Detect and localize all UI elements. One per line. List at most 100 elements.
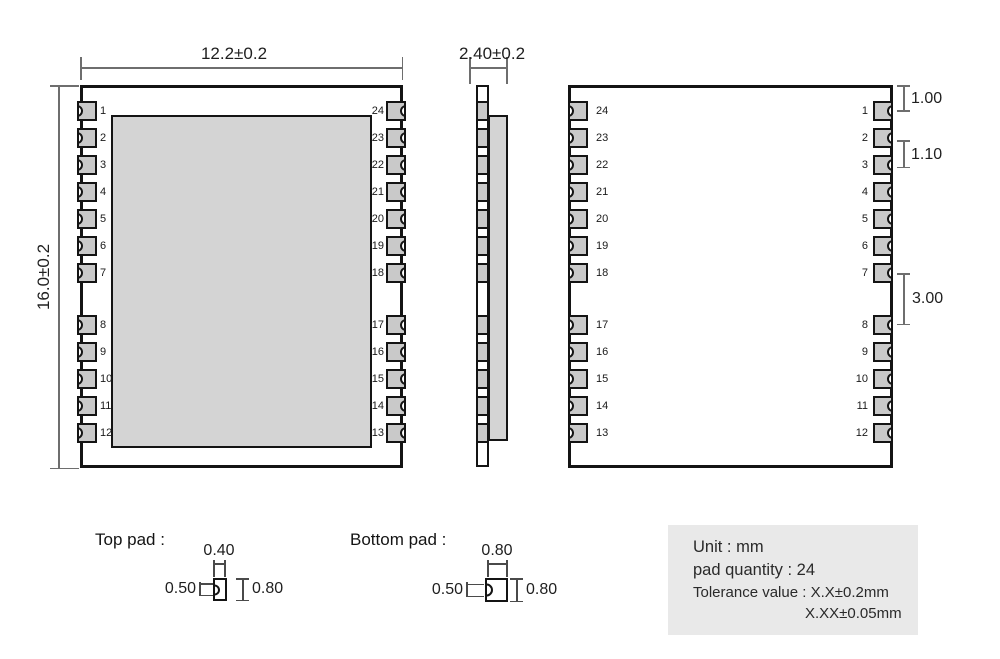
bottom-view-pin-label-13: 13 [596, 427, 609, 439]
top-view-pad-21 [386, 182, 406, 202]
top-view-pin-label-3: 3 [100, 159, 107, 171]
bottom-view-pad-18-notch [570, 267, 574, 279]
bottom-pad-bracket-line [466, 582, 468, 597]
bottom-pad-bracket-line [510, 600, 523, 602]
top-view-pin-label-23: 23 [371, 132, 384, 144]
dim-top-offset-tick1 [897, 85, 910, 87]
top-view-shield [111, 115, 372, 448]
top-view-pin-label-8: 8 [100, 319, 107, 331]
bottom-pad-bracket-line [466, 595, 484, 597]
bottom-view-pad-12-notch [887, 427, 891, 439]
top-view-height-dim-tick-bottom [50, 467, 79, 469]
top-pad-bracket-line [236, 578, 249, 580]
bottom-view-pad-6 [873, 236, 893, 256]
bottom-view-pin-label-21: 21 [596, 186, 609, 198]
top-view-pin-label-4: 4 [100, 186, 107, 198]
bottom-view-pad-14 [568, 396, 588, 416]
top-view-pin-label-21: 21 [371, 186, 384, 198]
top-pad-dim-top: 0.40 [203, 542, 235, 559]
bottom-view-pin-label-11: 11 [856, 400, 868, 412]
top-view-pad-3 [77, 155, 97, 175]
info-tolerance-1: Tolerance value : X.X±0.2mm [693, 584, 889, 601]
top-pad-notch [215, 584, 220, 595]
dim-group-gap-tick1 [897, 273, 910, 275]
top-view-pin-label-17: 17 [371, 319, 384, 331]
top-view-pad-9-notch [79, 346, 83, 358]
side-view-pcb-edge [476, 85, 489, 467]
bottom-view-pad-24 [568, 101, 588, 121]
side-view-pad-segment-12 [478, 423, 487, 443]
top-view-pad-24-notch [400, 105, 404, 117]
top-view-pad-4 [77, 182, 97, 202]
top-view-pin-label-7: 7 [100, 267, 107, 279]
top-pad-bracket-line [199, 583, 213, 585]
bottom-view-pad-7 [873, 263, 893, 283]
top-view-height-dim: 16.0±0.2 [34, 243, 53, 311]
top-view-pin-label-20: 20 [371, 213, 384, 225]
bottom-view-pad-21-notch [570, 186, 574, 198]
side-view-pad-segment-11 [478, 396, 487, 416]
bottom-view-pad-8-notch [887, 319, 891, 331]
side-view-pad-segment-8 [478, 315, 487, 335]
bottom-view-body-outline [568, 85, 893, 468]
side-view-pad-segment-5 [478, 209, 487, 229]
top-view-pad-14 [386, 396, 406, 416]
bottom-view-pin-label-5: 5 [861, 213, 868, 225]
top-pad-bracket-line [236, 599, 249, 601]
top-view-pin-label-2: 2 [100, 132, 107, 144]
bottom-view-pad-23 [568, 128, 588, 148]
dim-pad-pitch-line [903, 140, 905, 168]
bottom-view-pad-23-notch [570, 132, 574, 144]
bottom-view-pad-20 [568, 209, 588, 229]
dim-pad-pitch: 1.10 [911, 146, 943, 163]
top-view-pin-label-10: 10 [100, 373, 113, 385]
top-view-width-dim-tick-left [80, 57, 82, 80]
bottom-view-pad-5 [873, 209, 893, 229]
top-view-pad-18 [386, 263, 406, 283]
top-view-pad-24 [386, 101, 406, 121]
top-view-pad-12 [77, 423, 97, 443]
top-view-pad-17-notch [400, 319, 404, 331]
bottom-view-pin-label-4: 4 [861, 186, 868, 198]
top-view-pin-label-11: 11 [100, 400, 112, 412]
bottom-view-pin-label-19: 19 [596, 240, 609, 252]
side-view-pad-segment-9 [478, 342, 487, 362]
bottom-view-pad-19-notch [570, 240, 574, 252]
top-view-pin-label-1: 1 [100, 105, 107, 117]
top-pad-bracket-line [199, 582, 201, 596]
side-view-dim-tick-right [506, 57, 508, 84]
bottom-pad-notch [487, 583, 493, 597]
side-view-shield [488, 115, 508, 441]
bottom-pad-bracket-line [516, 578, 518, 602]
top-view-pad-1 [77, 101, 97, 121]
top-view-pad-14-notch [400, 400, 404, 412]
top-pad-bracket-line [199, 594, 213, 596]
top-view-pad-15-notch [400, 373, 404, 385]
top-pad-glyph [213, 578, 227, 601]
top-view-width-dim-tick-right [401, 57, 403, 80]
top-view-pin-label-12: 12 [100, 427, 113, 439]
side-view-pad-segment-3 [478, 155, 487, 175]
bottom-view-pad-6-notch [887, 240, 891, 252]
top-view-pad-8 [77, 315, 97, 335]
bottom-view-pad-9 [873, 342, 893, 362]
top-view-pad-20-notch [400, 213, 404, 225]
bottom-view-pad-11 [873, 396, 893, 416]
bottom-pad-bracket-line [506, 560, 508, 577]
side-view-pad-segment-10 [478, 369, 487, 389]
side-view-pad-segment-6 [478, 236, 487, 256]
top-view-pin-label-5: 5 [100, 213, 107, 225]
top-view-pin-label-22: 22 [371, 159, 384, 171]
top-pad-label: Top pad : [95, 530, 165, 549]
bottom-pad-dim-left: 0.50 [431, 581, 463, 598]
top-view-pad-22-notch [400, 159, 404, 171]
bottom-view-pin-label-16: 16 [596, 346, 609, 358]
dim-group-gap: 3.00 [912, 290, 944, 307]
bottom-view-pin-label-24: 24 [596, 105, 609, 117]
top-view-pin-label-16: 16 [371, 346, 384, 358]
dim-group-gap-line [903, 273, 905, 325]
top-pad-dim-left: 0.50 [164, 580, 196, 597]
top-view-pad-5 [77, 209, 97, 229]
bottom-view-pad-14-notch [570, 400, 574, 412]
side-view-pad-segment-1 [478, 101, 487, 121]
